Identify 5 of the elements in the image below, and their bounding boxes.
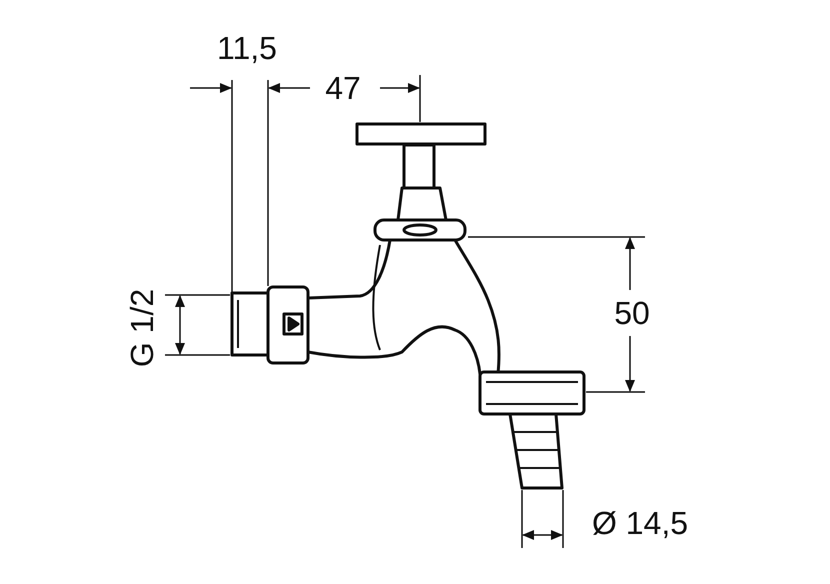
dimension-label: 47	[325, 72, 361, 104]
dimension-label: Ø 14,5	[592, 507, 688, 539]
dimension-label: 11,5	[217, 32, 277, 64]
dimension-label: 50	[614, 297, 650, 329]
dimension-label: G 1/2	[126, 288, 158, 368]
